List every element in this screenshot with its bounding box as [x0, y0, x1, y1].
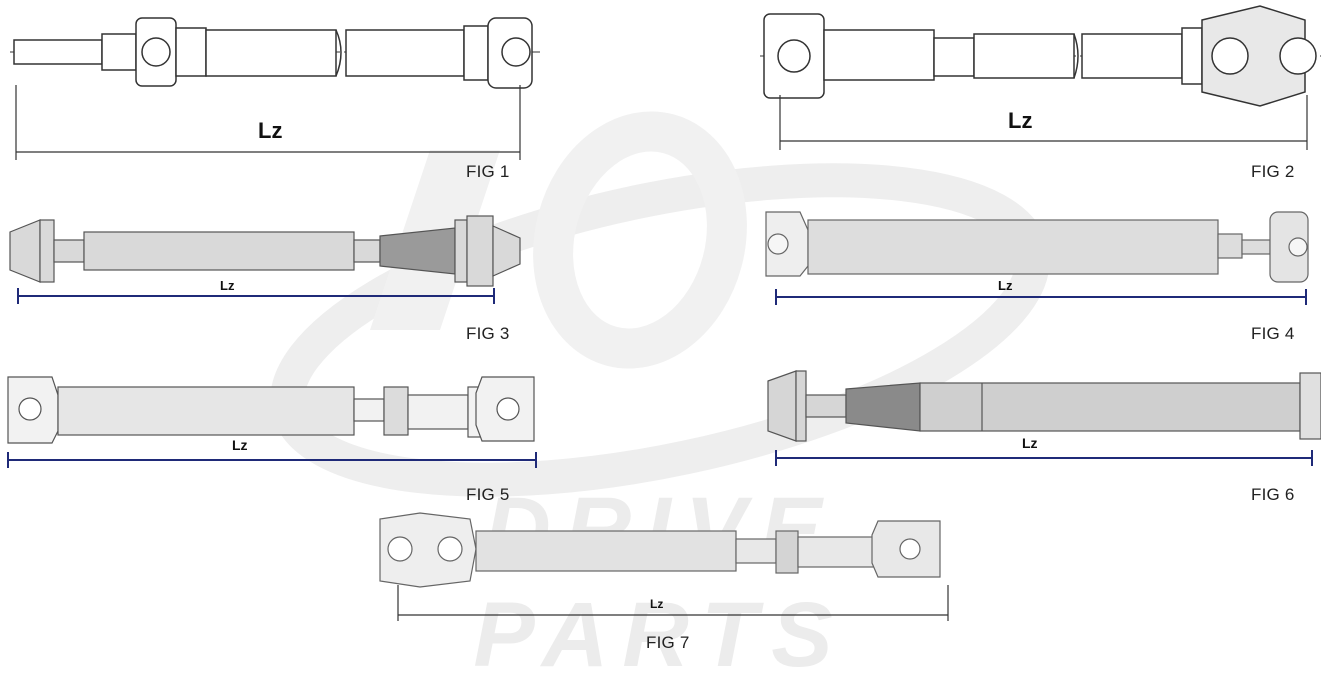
fig7-caption: FIG 7: [646, 633, 690, 652]
fig2-drawing: [760, 5, 1321, 150]
fig4-caption: FIG 4: [1251, 324, 1295, 343]
figure-5: Lz FIG 5: [0, 365, 540, 505]
fig2-caption: FIG 2: [1251, 162, 1295, 181]
fig7-lz-label: Lz: [650, 597, 664, 611]
fig1-caption: FIG 1: [466, 162, 510, 181]
figure-7: Lz FIG 7: [370, 505, 970, 652]
fig7-drawing: [379, 512, 949, 621]
figure-2: Lz FIG 2: [760, 0, 1321, 185]
fig4-lz-label: Lz: [998, 278, 1013, 293]
fig5-drawing: [7, 376, 537, 468]
figure-6: Lz FIG 6: [760, 365, 1321, 505]
fig3-caption: FIG 3: [466, 324, 510, 343]
figure-1: Lz FIG 1: [0, 0, 540, 185]
fig6-lz-label: Lz: [1022, 435, 1038, 451]
fig3-lz-label: Lz: [220, 278, 235, 293]
fig1-lz-label: Lz: [258, 118, 283, 143]
figure-3: Lz FIG 3: [0, 200, 540, 350]
fig5-lz-label: Lz: [232, 437, 248, 453]
fig4-drawing: [765, 211, 1309, 305]
fig2-lz-label: Lz: [1008, 108, 1033, 133]
fig6-caption: FIG 6: [1251, 485, 1295, 504]
fig1-drawing: [10, 17, 540, 160]
figure-4: Lz FIG 4: [760, 200, 1321, 350]
fig5-caption: FIG 5: [466, 485, 510, 504]
fig6-drawing: [767, 370, 1321, 466]
fig3-drawing: [9, 215, 521, 304]
